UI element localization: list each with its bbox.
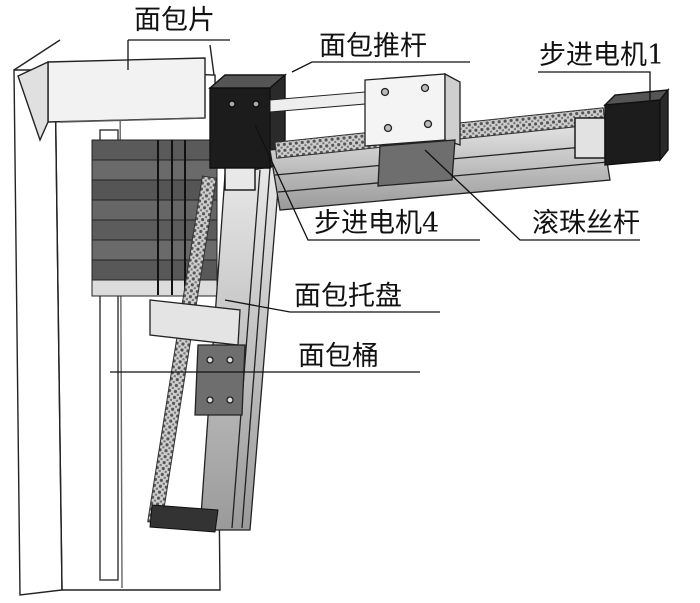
bread-slice bbox=[17, 57, 206, 142]
label-bread-bucket: 面包桶 bbox=[296, 341, 381, 372]
leader-bread-pusher bbox=[291, 61, 470, 73]
leader-bread-tray bbox=[224, 299, 440, 313]
base-plate bbox=[149, 504, 219, 533]
guide-rods bbox=[157, 140, 186, 295]
label-ball-screw: 滚珠丝杆 bbox=[530, 208, 642, 239]
label-bread-pusher: 面包推杆 bbox=[317, 31, 429, 62]
label-stepper-motor-1: 步进电机1 bbox=[537, 40, 667, 71]
label-bread-slice: 面包片 bbox=[132, 5, 217, 36]
leader-stepper-motor-1 bbox=[538, 71, 651, 100]
leader-ball-screw bbox=[424, 149, 640, 241]
label-stepper-motor-4: 步进电机4 bbox=[312, 208, 442, 239]
horizontal-carriage bbox=[364, 72, 461, 187]
leader-stepper-motor-4 bbox=[254, 124, 480, 241]
bread-tray bbox=[149, 299, 246, 416]
stepper-motor-1 bbox=[574, 88, 670, 166]
stepper-motor-4 bbox=[208, 73, 287, 191]
leader-lines bbox=[110, 39, 651, 373]
label-bread-tray: 面包托盘 bbox=[292, 281, 404, 312]
